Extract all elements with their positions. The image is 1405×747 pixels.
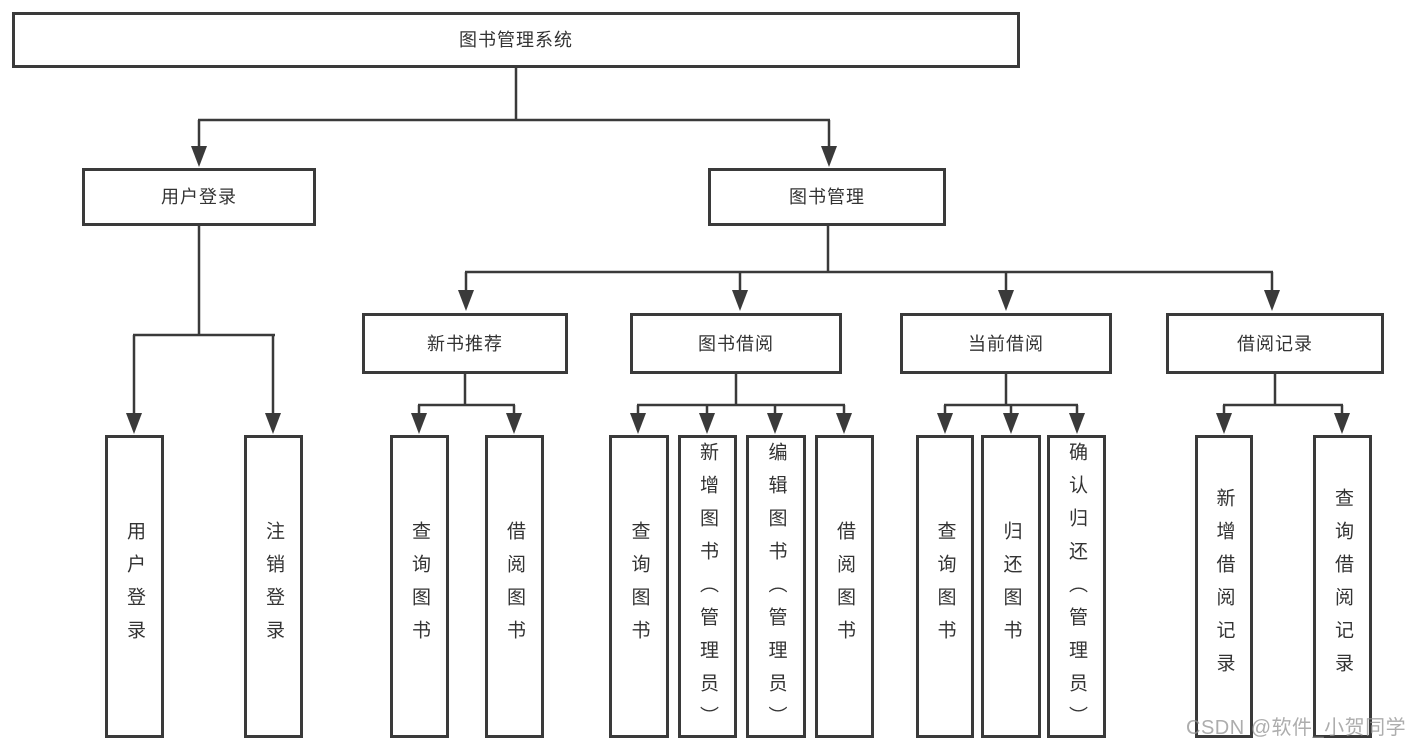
connector-bookborrow-to-leaves <box>630 374 852 434</box>
connector-bookmgmt-to-level3 <box>458 226 1280 311</box>
node-borrow-records: 借阅记录 <box>1166 313 1384 374</box>
node-cb-return-books: 归还图书 <box>981 435 1041 738</box>
node-current-borrow: 当前借阅 <box>900 313 1112 374</box>
node-br-query-record: 查询借阅记录 <box>1313 435 1372 738</box>
node-user-login-group: 用户登录 <box>82 168 316 226</box>
node-nb-borrow-books: 借阅图书 <box>485 435 544 738</box>
csdn-watermark: CSDN @软件_小贺同学 <box>1186 717 1405 739</box>
node-cb-query-books: 查询图书 <box>916 435 974 738</box>
node-book-borrow: 图书借阅 <box>630 313 842 374</box>
connector-borrowrecords-to-leaves <box>1216 374 1350 434</box>
node-br-add-record: 新增借阅记录 <box>1195 435 1253 738</box>
node-root: 图书管理系统 <box>12 12 1020 68</box>
node-cb-confirm-return-admin: 确认归还（管理员） <box>1047 435 1106 739</box>
node-bb-borrow-books: 借阅图书 <box>815 435 874 738</box>
connector-currentborrow-to-leaves <box>937 374 1085 434</box>
node-bb-query-books: 查询图书 <box>609 435 669 738</box>
node-bb-add-book-admin: 新增图书（管理员） <box>678 435 737 739</box>
node-book-management: 图书管理 <box>708 168 946 226</box>
node-bb-edit-book-admin: 编辑图书（管理员） <box>746 435 806 739</box>
connector-root-to-level2 <box>191 68 837 167</box>
node-new-book-recommend: 新书推荐 <box>362 313 568 374</box>
node-user-login: 用户登录 <box>105 435 164 738</box>
connector-newbooks-to-leaves <box>411 374 522 434</box>
node-logout: 注销登录 <box>244 435 303 738</box>
node-nb-query-books: 查询图书 <box>390 435 449 738</box>
connector-userlogin-to-leaves <box>126 226 281 434</box>
